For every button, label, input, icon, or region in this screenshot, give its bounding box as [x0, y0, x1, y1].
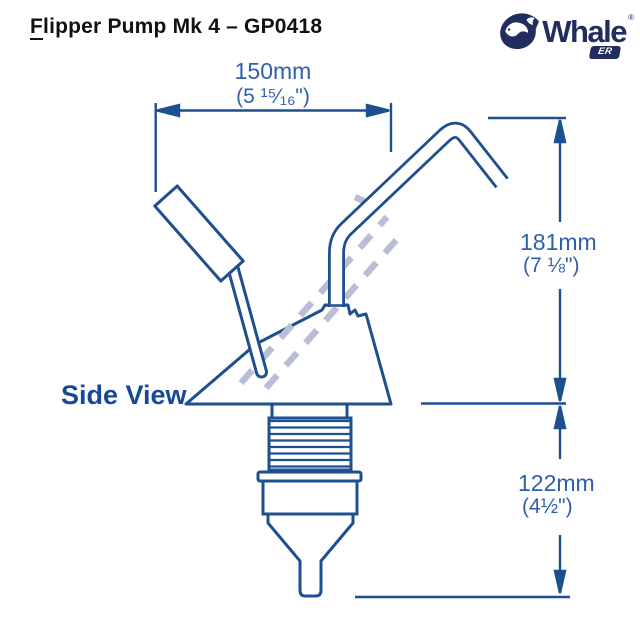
whale-logo-icon — [500, 13, 540, 50]
brand-name: Whale — [542, 13, 627, 49]
page-title: Flipper Pump Mk 4 – GP0418 — [30, 15, 323, 41]
height-imperial-label: (7 ⅛") — [523, 254, 579, 277]
dimension-height-181mm — [421, 116, 567, 405]
side-view-label: Side View — [61, 380, 188, 410]
arrow-right-icon — [365, 103, 390, 118]
spout — [328, 121, 509, 307]
handle-grip — [153, 184, 245, 283]
whale-logo-text: Whale ® ER — [542, 13, 634, 59]
registered-trademark-symbol: ® — [628, 12, 634, 22]
threaded-stem — [267, 404, 353, 472]
collar-nut — [256, 470, 363, 516]
height-metric-label: 181mm — [520, 229, 597, 255]
title-text: lipper Pump Mk 4 – GP0418 — [43, 15, 323, 38]
arrow-down-icon — [553, 569, 567, 594]
whale-logo: Whale ® ER — [498, 11, 634, 59]
depth-metric-label: 122mm — [518, 470, 595, 496]
width-metric-label: 150mm — [235, 58, 312, 84]
title-underlined-initial: F — [30, 15, 44, 41]
dimension-depth-122mm — [355, 405, 570, 599]
arrow-up-icon — [553, 405, 567, 430]
pump-handle — [153, 184, 268, 379]
arrow-down-icon — [553, 377, 567, 402]
width-imperial-label: (5 ¹⁵⁄₁₆") — [236, 85, 310, 108]
arrow-left-icon — [156, 103, 181, 118]
arrow-up-icon — [553, 119, 567, 144]
dimension-width-150mm — [154, 103, 393, 192]
depth-imperial-label: (4½") — [522, 495, 573, 518]
outlet-taper — [266, 512, 355, 598]
pump-body — [184, 303, 393, 406]
